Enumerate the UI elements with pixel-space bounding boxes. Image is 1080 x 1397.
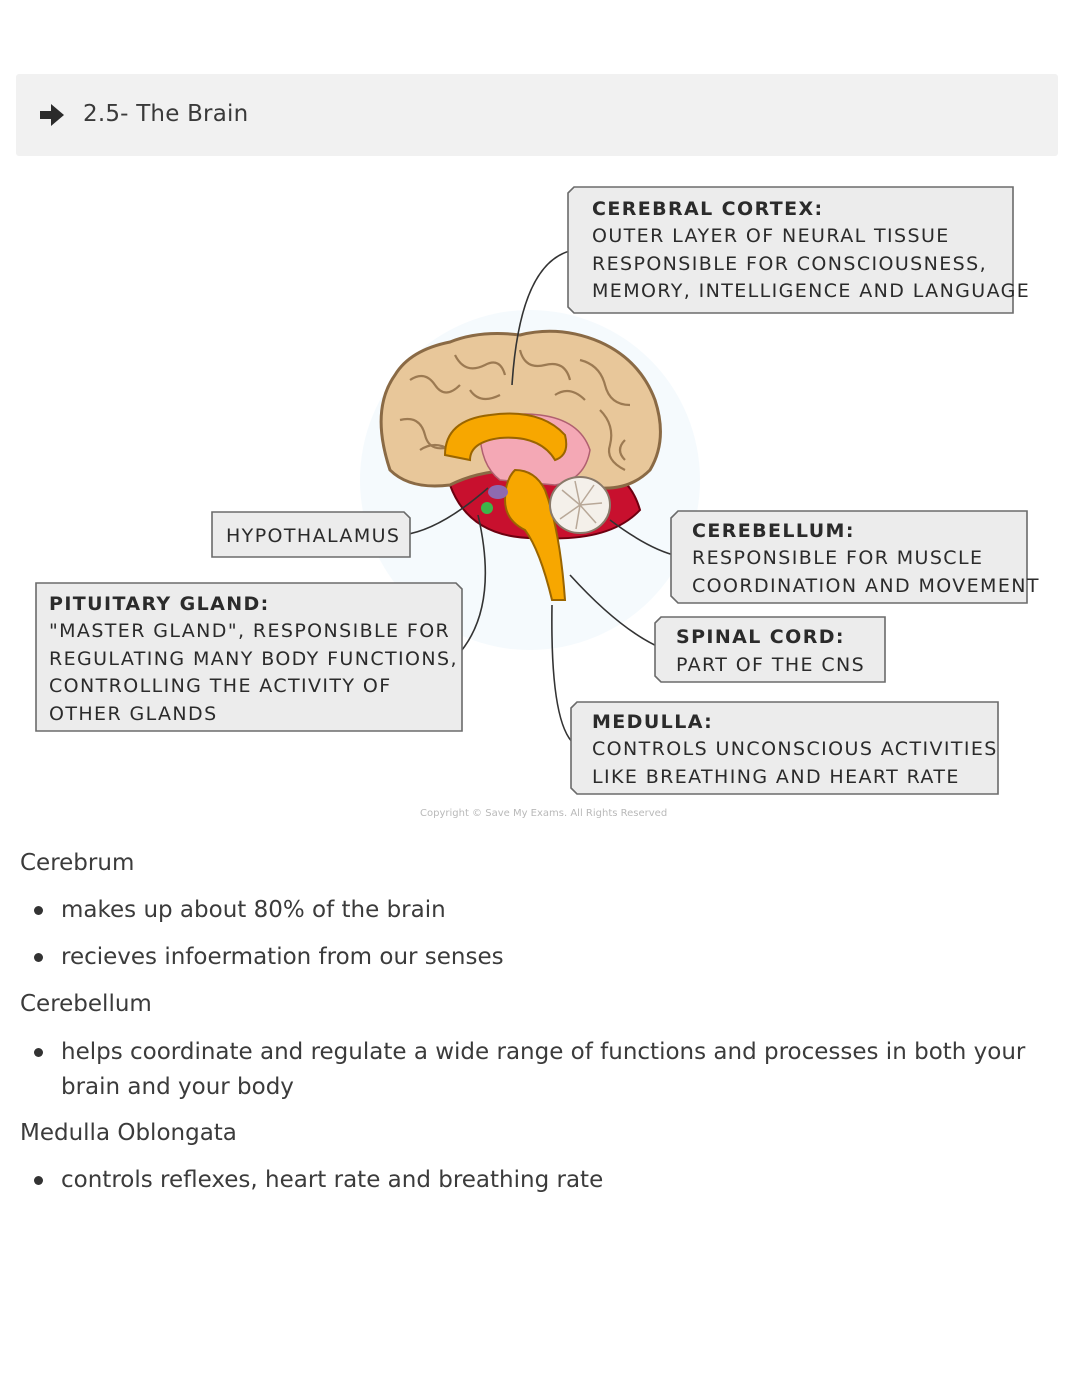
brain-diagram: CEREBRAL CORTEX: OUTER LAYER OF NEURAL T… <box>35 186 1040 795</box>
label-line: RESPONSIBLE FOR CONSCIOUSNESS, <box>592 253 987 275</box>
label-medulla: MEDULLA: CONTROLS UNCONSCIOUS ACTIVITIES… <box>570 701 999 795</box>
copyright-notice: Copyright © Save My Exams. All Rights Re… <box>420 808 668 819</box>
label-cerebellum: CEREBELLUM: RESPONSIBLE FOR MUSCLE COORD… <box>670 510 1040 604</box>
leader-pituitary <box>455 514 487 658</box>
label-line: MEMORY, INTELLIGENCE AND LANGUAGE <box>592 280 1030 302</box>
section-heading-cerebrum: Cerebrum <box>20 850 135 876</box>
label-line: OUTER LAYER OF NEURAL TISSUE <box>592 225 950 247</box>
label-spinal-cord: SPINAL CORD: PART OF THE CNS <box>654 616 886 683</box>
label-pituitary-gland: PITUITARY GLAND: "MASTER GLAND", RESPONS… <box>35 582 463 732</box>
label-line: PART OF THE CNS <box>676 654 865 676</box>
leader-spinal-cord <box>569 574 662 649</box>
label-heading: CEREBELLUM: <box>692 520 855 542</box>
section-heading-medulla-oblongata: Medulla Oblongata <box>20 1120 237 1146</box>
page-title: 2.5- The Brain <box>83 101 249 127</box>
label-line: REGULATING MANY BODY FUNCTIONS, <box>49 648 458 670</box>
list-item: makes up about 80% of the brain <box>34 893 1044 928</box>
label-line: RESPONSIBLE FOR MUSCLE <box>692 547 983 569</box>
label-heading: PITUITARY GLAND: <box>49 593 270 615</box>
list-item-text: makes up about 80% of the brain <box>61 897 446 923</box>
list-item-text: helps coordinate and regulate a wide ran… <box>61 1039 1026 1100</box>
label-heading: SPINAL CORD: <box>676 626 845 648</box>
list-item: helps coordinate and regulate a wide ran… <box>34 1035 1044 1105</box>
list-item-text: recieves infoermation from our senses <box>61 944 504 970</box>
bullet-icon <box>34 1176 43 1185</box>
label-line: COORDINATION AND MOVEMENT <box>692 575 1040 597</box>
label-line: CONTROLS UNCONSCIOUS ACTIVITIES <box>592 738 998 760</box>
label-heading: MEDULLA: <box>592 711 713 733</box>
label-line: OTHER GLANDS <box>49 703 218 725</box>
cortex-folds <box>399 349 631 471</box>
label-line: LIKE BREATHING AND HEART RATE <box>592 766 960 788</box>
brain-illustration <box>379 329 662 601</box>
cerebellum-branches <box>559 480 603 530</box>
bullet-icon <box>34 906 43 915</box>
brainstem <box>503 468 567 601</box>
label-line: "MASTER GLAND", RESPONSIBLE FOR <box>49 620 450 642</box>
corpus-callosum <box>443 412 568 462</box>
list-item-text: controls reflexes, heart rate and breath… <box>61 1167 604 1193</box>
bullet-icon <box>34 953 43 962</box>
arrow-right-icon <box>40 104 64 126</box>
hypothalamus-shape <box>488 485 508 499</box>
pituitary-shape <box>481 502 493 514</box>
bullet-icon <box>34 1048 43 1057</box>
leader-cerebral-cortex <box>511 249 575 386</box>
label-hypothalamus: HYPOTHALAMUS <box>211 511 411 558</box>
label-heading: HYPOTHALAMUS <box>226 525 400 547</box>
list-item: controls reflexes, heart rate and breath… <box>34 1163 1044 1198</box>
section-header: 2.5- The Brain <box>16 74 1058 156</box>
label-cerebral-cortex: CEREBRAL CORTEX: OUTER LAYER OF NEURAL T… <box>567 186 1030 314</box>
list-item: recieves infoermation from our senses <box>34 940 1044 975</box>
label-heading: CEREBRAL CORTEX: <box>592 198 824 220</box>
label-line: CONTROLLING THE ACTIVITY OF <box>49 675 392 697</box>
section-heading-cerebellum: Cerebellum <box>20 991 152 1017</box>
